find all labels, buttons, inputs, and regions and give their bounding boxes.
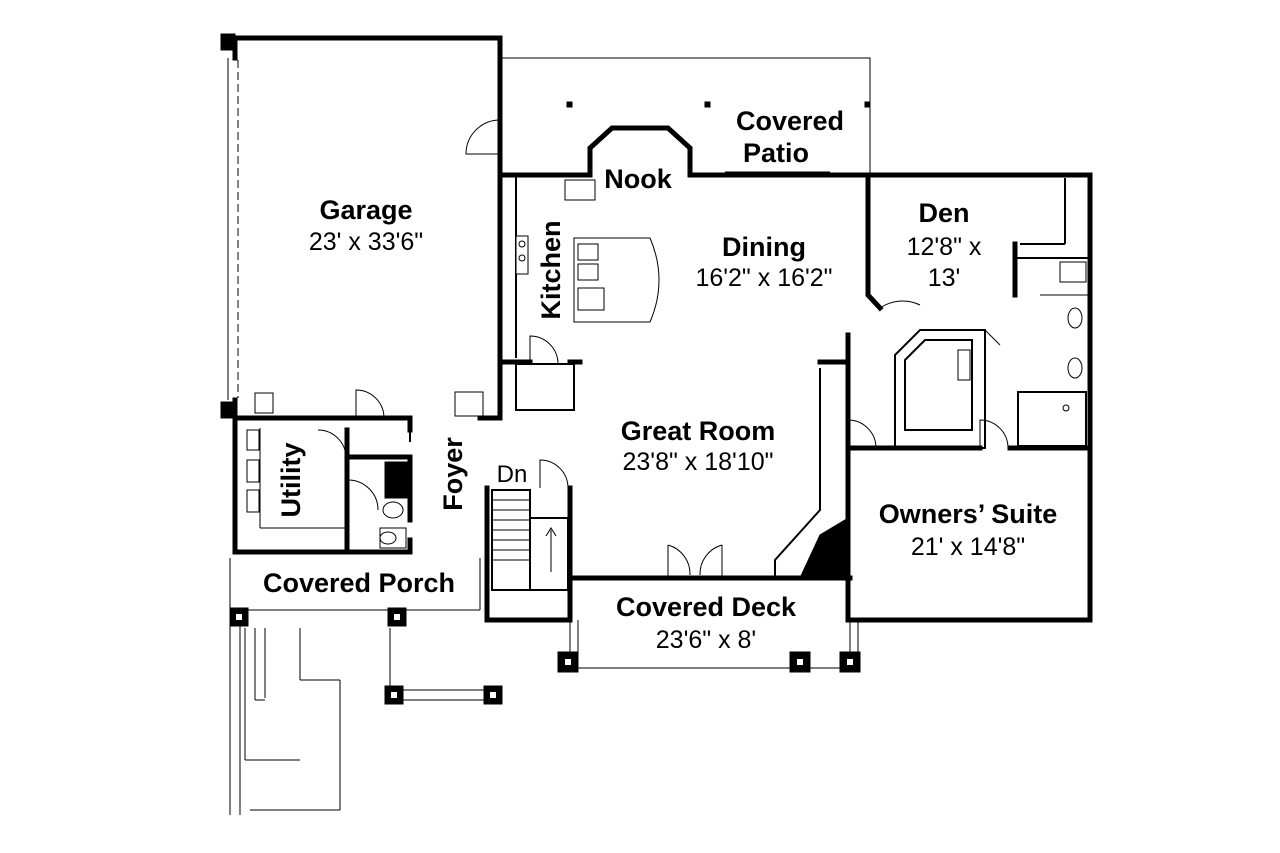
den-walls <box>865 172 1093 461</box>
garage-walls <box>220 33 503 421</box>
owners-suite-label: Owners’ Suite <box>879 499 1058 529</box>
kitchen-walls <box>497 125 871 411</box>
dining-label: Dining <box>722 232 806 262</box>
covered-deck-size: 23'6" x 8' <box>656 626 756 654</box>
owners-suite-walls <box>845 261 1093 623</box>
covered-porch <box>229 558 503 815</box>
stairs-down-label: Dn <box>497 461 528 488</box>
garage-size: 23' x 33'6" <box>309 228 423 256</box>
covered-porch-label: Covered Porch <box>263 568 455 598</box>
utility-walls <box>232 415 413 555</box>
den-size-line2: 13' <box>928 264 961 292</box>
kitchen-label: Kitchen <box>536 220 566 319</box>
dining-size: 16'2" x 16'2" <box>695 264 832 292</box>
covered-deck <box>557 620 861 673</box>
utility-label: Utility <box>276 442 306 517</box>
den-size-line1: 12'8" x <box>907 233 982 261</box>
room-labels: Garage 23' x 33'6" Covered Patio Nook Ki… <box>263 106 1057 654</box>
owners-suite-size: 21' x 14'8" <box>911 533 1025 561</box>
garage-label: Garage <box>319 195 412 225</box>
foyer-label: Foyer <box>438 437 468 511</box>
nook-label: Nook <box>604 164 672 194</box>
covered-patio-outline <box>502 57 871 178</box>
covered-deck-label: Covered Deck <box>616 592 797 622</box>
great-room-label: Great Room <box>621 416 776 446</box>
great-room-walls <box>407 332 853 623</box>
covered-patio-label-line1: Covered <box>736 106 844 136</box>
stair-treads <box>491 459 569 591</box>
great-room-size: 23'8" x 18'10" <box>622 448 773 476</box>
den-label: Den <box>918 198 969 228</box>
covered-patio-label-line2: Patio <box>743 138 809 168</box>
